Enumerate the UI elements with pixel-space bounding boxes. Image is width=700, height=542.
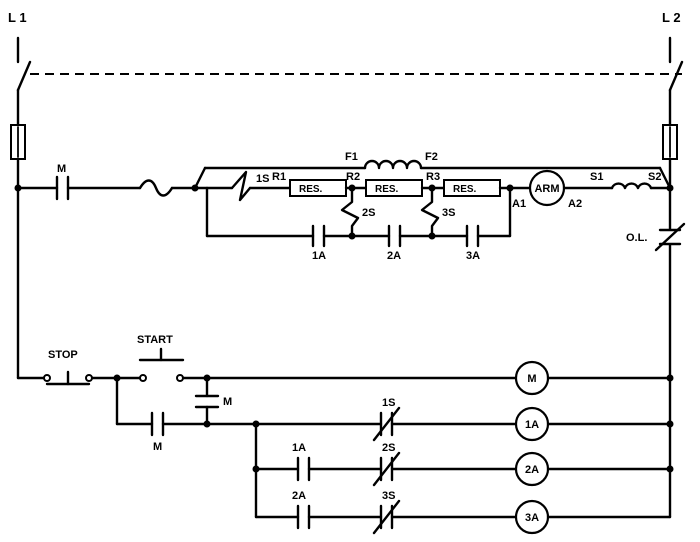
- r3-label: R3: [426, 171, 440, 183]
- fuse-l2: [662, 124, 678, 160]
- tap-3s-label: 3S: [442, 207, 455, 219]
- seal-in-m-contact-horizontal: [150, 411, 165, 437]
- svg-text:3A: 3A: [525, 512, 539, 524]
- l1-label: L 1: [8, 10, 27, 25]
- bypass-1a-label: 1A: [312, 250, 326, 262]
- svg-text:1A: 1A: [525, 419, 539, 431]
- coil-m: M: [514, 360, 550, 396]
- seal-in-m-contact-vertical: [194, 394, 220, 409]
- tap-3s-contact: [420, 186, 440, 238]
- seal-in-m-label-a: M: [223, 396, 232, 408]
- svg-text:ARM: ARM: [534, 183, 559, 195]
- field-f1-label: F1: [345, 151, 358, 163]
- svg-text:RES.: RES.: [299, 184, 323, 195]
- overload-label: O.L.: [626, 232, 647, 244]
- series-1s-label: 1S: [256, 173, 269, 185]
- tap-2s-contact: [340, 186, 360, 238]
- start-pushbutton: [138, 347, 185, 382]
- bypass-2a-contact: [387, 224, 402, 248]
- s1-label: S1: [590, 171, 603, 183]
- main-m-contact: [55, 175, 70, 201]
- svg-text:RES.: RES.: [453, 184, 477, 195]
- main-contact-label: M: [57, 163, 66, 175]
- overload-contact: [654, 222, 686, 252]
- r1-label: R1: [272, 171, 286, 183]
- svg-text:RES.: RES.: [375, 184, 399, 195]
- start-label: START: [137, 334, 173, 346]
- stop-label: STOP: [48, 349, 78, 361]
- svg-text:M: M: [527, 373, 536, 385]
- rung3-1a-label: 1A: [292, 442, 306, 454]
- bypass-2a-label: 2A: [387, 250, 401, 262]
- tap-2s-label: 2S: [362, 207, 375, 219]
- series-field-coil: [610, 182, 653, 190]
- rung4-3s-label: 3S: [382, 490, 395, 502]
- bypass-3a-contact: [465, 224, 480, 248]
- seal-in-m-label-b: M: [153, 441, 162, 453]
- shunt-field-coil: [363, 159, 423, 170]
- svg-text:2A: 2A: [525, 464, 539, 476]
- rung4-2a-no-contact: [296, 504, 311, 530]
- coil-3a: 3A: [514, 499, 550, 535]
- a2-label: A2: [568, 198, 582, 210]
- l2-label: L 2: [662, 10, 681, 25]
- rung3-1a-no-contact: [296, 456, 311, 482]
- s2-label: S2: [648, 171, 661, 183]
- a1-label: A1: [512, 198, 526, 210]
- stop-pushbutton: [43, 370, 93, 386]
- rung2-1s-label: 1S: [382, 397, 395, 409]
- resistor-1: RES.: [289, 179, 347, 197]
- r2-label: R2: [346, 171, 360, 183]
- armature: ARM: [528, 169, 566, 207]
- resistor-3: RES.: [443, 179, 501, 197]
- bypass-3a-label: 3A: [466, 250, 480, 262]
- field-f2-label: F2: [425, 151, 438, 163]
- coil-1a: 1A: [514, 406, 550, 442]
- rung3-2s-label: 2S: [382, 442, 395, 454]
- fuse-l1: [10, 124, 26, 160]
- series-1s-contact: [230, 170, 252, 202]
- disconnect-switch: [16, 36, 684, 127]
- rung4-2a-label: 2A: [292, 490, 306, 502]
- bypass-1a-contact: [311, 224, 326, 248]
- power-fuse-icon: [138, 179, 174, 197]
- resistor-2: RES.: [365, 179, 423, 197]
- coil-2a: 2A: [514, 451, 550, 487]
